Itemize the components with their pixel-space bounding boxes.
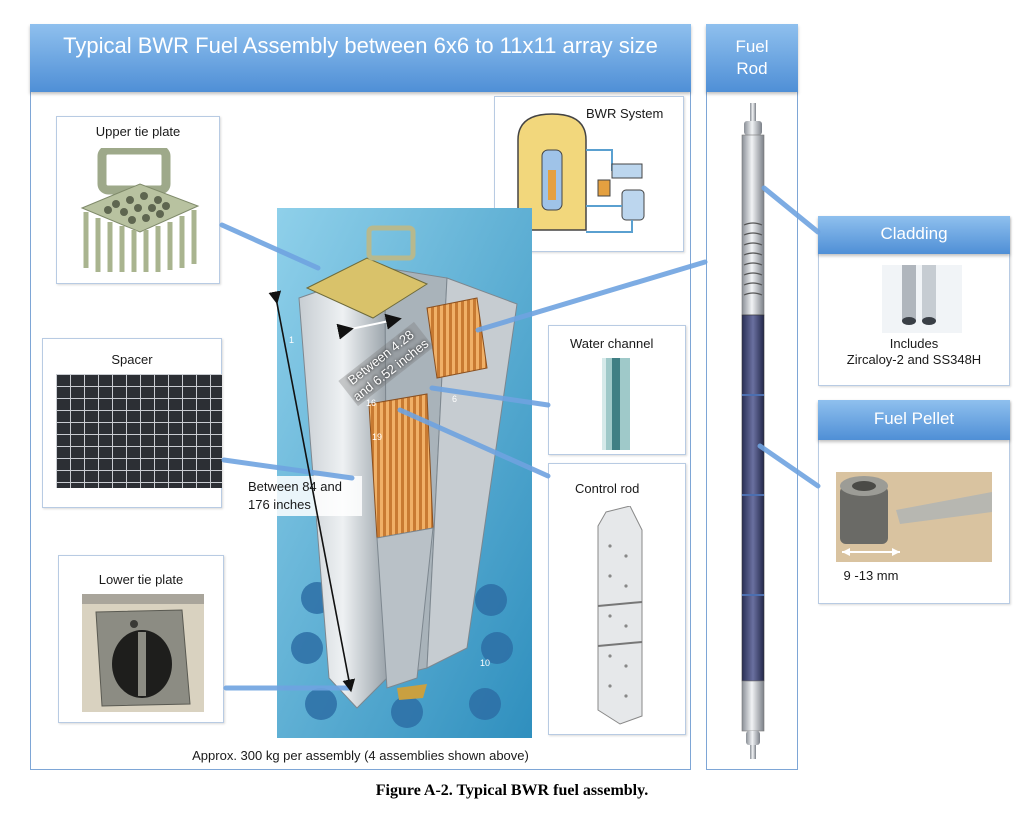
lower-tie-plate-image [82,594,204,712]
lower-tie-plate-label: Lower tie plate [98,572,184,587]
main-title-banner: Typical BWR Fuel Assembly between 6x6 to… [30,24,691,92]
upper-tie-plate-image [80,148,200,272]
fuel-rod-title: Fuel Rod [735,37,769,78]
fuel-pellet-header: Fuel Pellet [818,400,1010,440]
fuel-pellet-image [836,472,992,562]
water-channel-image [602,358,630,450]
fuel-pellet-title: Fuel Pellet [873,409,955,428]
spacer-image [56,374,222,488]
cladding-caption-line2: Zircaloy-2 and SS348H [846,352,982,367]
control-rod-label: Control rod [575,481,640,496]
bwr-system-image [517,113,645,233]
footer-note: Approx. 300 kg per assembly (4 assemblie… [192,748,529,763]
assembly-number-16: 16 [366,398,377,408]
cladding-image [882,265,962,333]
control-rod-image [597,506,643,725]
fuel-rod-image [741,103,765,759]
cladding-caption-line1: Includes [889,336,939,351]
assembly-number-1: 1 [289,335,295,345]
assembly-number-6: 6 [452,394,458,404]
page-title: Typical BWR Fuel Assembly between 6x6 to… [63,33,658,58]
cladding-header: Cladding [818,216,1010,254]
cladding-title: Cladding [880,224,948,243]
assembly-number-10: 10 [480,658,491,668]
length-dimension-line2: 176 inches [248,497,311,512]
water-channel-label: Water channel [570,336,654,351]
assembly-number-19: 19 [372,432,383,442]
figure-caption: Figure A-2. Typical BWR fuel assembly. [375,782,649,799]
length-dimension-label: Between 84 and 176 inches [244,476,362,516]
fuel-pellet-caption: 9 -13 mm [843,568,899,583]
bwr-system-label: BWR System [586,106,664,121]
fuel-assembly-illustration [277,208,532,738]
fuel-rod-header: Fuel Rod [706,24,798,92]
spacer-label: Spacer [111,352,153,367]
upper-tie-plate-label: Upper tie plate [95,124,181,139]
length-dimension-line1: Between 84 and [248,479,342,494]
